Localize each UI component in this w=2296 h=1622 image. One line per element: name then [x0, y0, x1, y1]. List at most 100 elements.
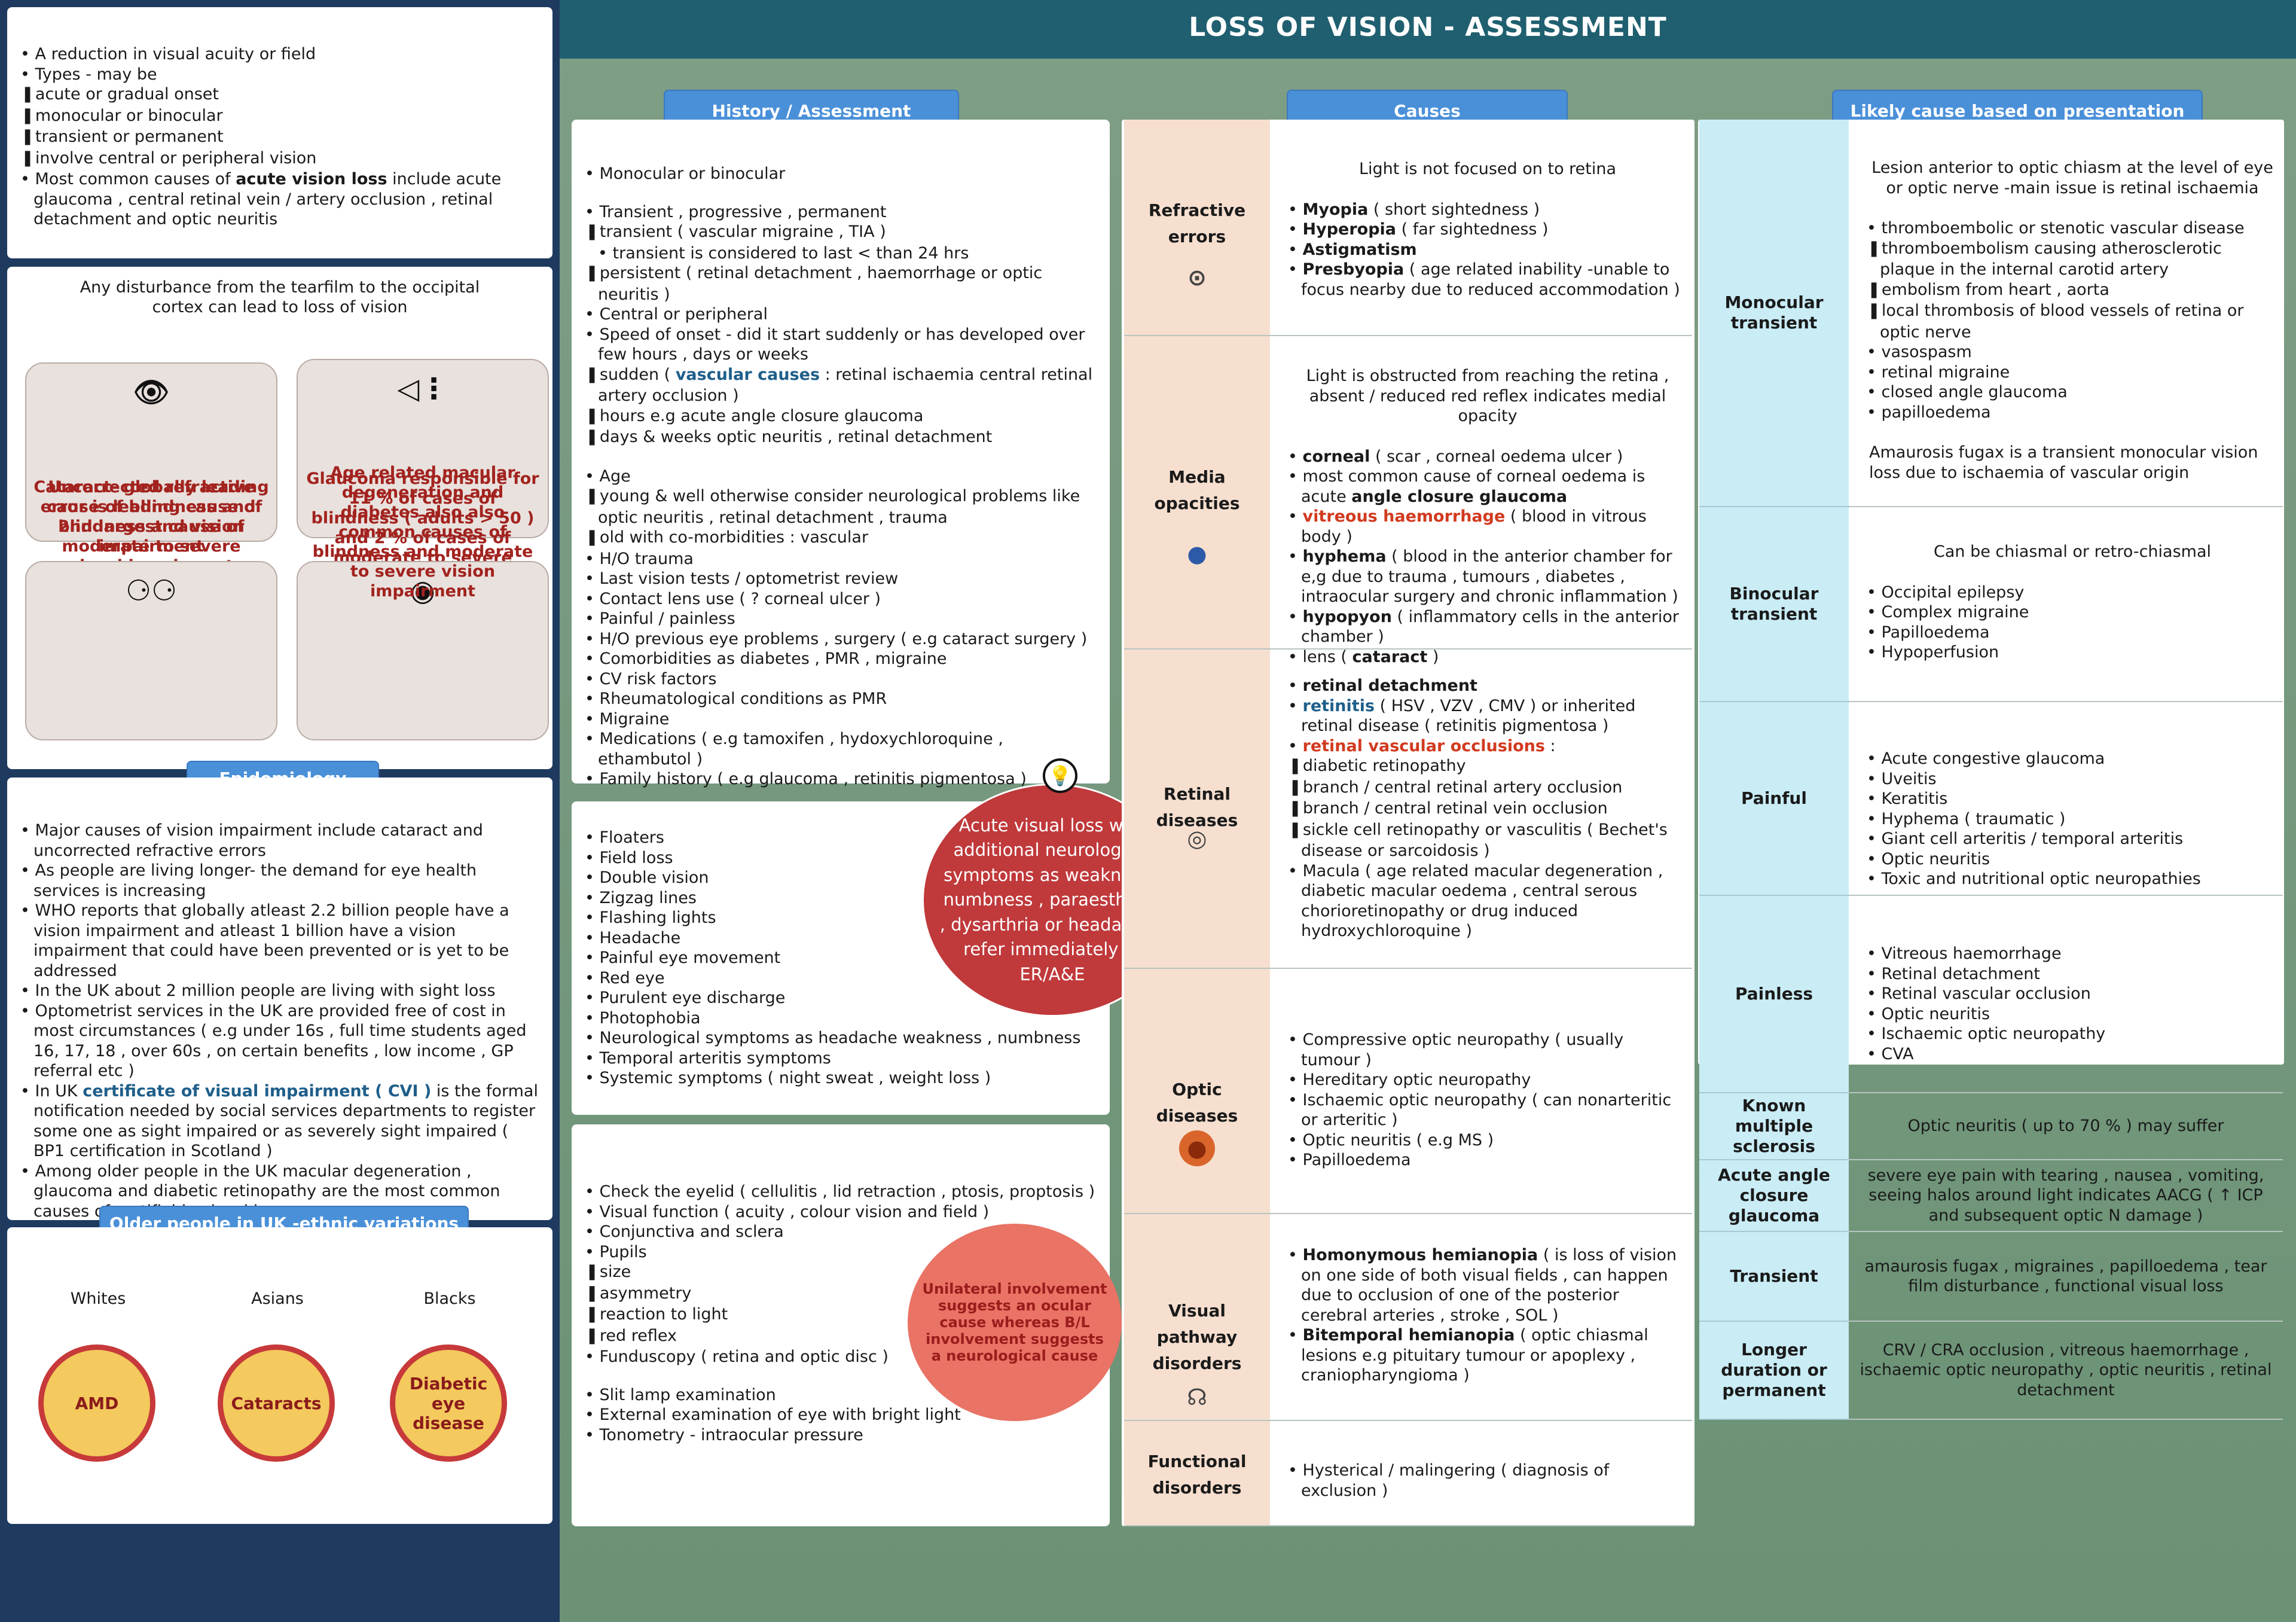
- list-item: Contact lens use ( ? corneal ulcer ): [585, 589, 1100, 609]
- list-item: Painful eye movement: [585, 948, 1100, 968]
- presentation-detail-cell: amaurosis fugax , migraines , papilloede…: [1849, 1232, 2283, 1322]
- presentation-text: amaurosis fugax , migraines , papilloede…: [1864, 1257, 2267, 1296]
- text-span: ( scar , corneal oedema ulcer ): [1370, 447, 1623, 466]
- list-item: most common cause of corneal oedema is a…: [1288, 467, 1687, 507]
- list-item: Age: [585, 467, 1100, 487]
- list-item: A reduction in visual acuity or field: [20, 44, 541, 65]
- text-span: branch / central retinal artery occlusio…: [1302, 778, 1623, 797]
- text-span: Slit lamp examination: [599, 1385, 776, 1404]
- cause-list: Compressive optic neuropathy ( usually t…: [1288, 1030, 1687, 1170]
- cause-category-label: Functional disorders: [1147, 1452, 1247, 1498]
- cause-list: Homonymous hemianopia ( is loss of visio…: [1288, 1245, 1687, 1386]
- cause-intro: Light is not focused on to retina: [1358, 160, 1617, 178]
- fact-card: ◉Age related macular degeneration and di…: [297, 464, 549, 740]
- bold-term: hyphema: [1302, 547, 1387, 566]
- text-span: Speed of onset - did it start suddenly o…: [598, 325, 1085, 364]
- list-item: Purulent eye discharge: [585, 988, 1100, 1008]
- list-item: Presbyopia ( age related inability -unab…: [1288, 260, 1687, 300]
- bold-term: hypopyon: [1302, 607, 1392, 626]
- cause-list: Myopia ( short sightedness )Hyperopia ( …: [1288, 200, 1687, 300]
- text-span: persistent ( retinal detachment , haemor…: [598, 264, 1043, 304]
- presentation-label: Transient: [1730, 1266, 1818, 1286]
- presentation-intro: Lesion anterior to optic chiasm at the l…: [1871, 158, 2273, 197]
- presentation-category: Binocular transient: [1699, 507, 1849, 702]
- list-item: Toxic and nutritional optic neuropathies: [1867, 869, 2278, 889]
- list-item: Vitreous haemorrhage: [1867, 944, 2278, 964]
- list-item: Double vision: [585, 868, 1100, 888]
- sub-item: monocular or binocular: [20, 106, 541, 127]
- presentation-detail-cell: CRV / CRA occlusion , vitreous haemorrha…: [1849, 1322, 2283, 1420]
- cause-category: Optic diseases●: [1124, 969, 1270, 1214]
- list-item: Optometrist services in the UK are provi…: [20, 1001, 543, 1081]
- sub-item: persistent ( retinal detachment , haemor…: [585, 263, 1100, 304]
- list-item: Central or peripheral: [585, 304, 1100, 325]
- bold-term: retinal detachment: [1302, 676, 1477, 695]
- bold-term: retinal vascular occlusions: [1302, 736, 1545, 755]
- presentation-list: thromboembolic or stenotic vascular dise…: [1867, 218, 2278, 422]
- text-span: H/O trauma: [599, 549, 694, 568]
- bold-term: Homonymous hemianopia: [1302, 1246, 1538, 1264]
- cause-detail-cell: Compressive optic neuropathy ( usually t…: [1270, 969, 1692, 1214]
- list-item: Rheumatological conditions as PMR: [585, 689, 1100, 709]
- list-item: hypopyon ( inflammatory cells in the ant…: [1288, 607, 1687, 647]
- text-span: : retinal ischaemia central retinal arte…: [598, 365, 1093, 406]
- lens-opacity-icon: ●: [1187, 541, 1207, 567]
- presentation-category: Known multiple sclerosis: [1699, 1093, 1849, 1160]
- text-span: Medications ( e.g tamoxifen , hydoxychlo…: [598, 730, 1003, 769]
- fact-card-text: Uncorrected refractive error is leading …: [40, 478, 262, 556]
- presentation-detail-cell: severe eye pain with tearing , nausea , …: [1849, 1160, 2283, 1232]
- lightbulb-icon: 💡: [1043, 758, 1077, 793]
- presentation-list: Acute congestive glaucomaUveitisKeratiti…: [1867, 749, 2278, 889]
- text-span: young & well otherwise consider neurolog…: [598, 487, 1080, 527]
- unilateral-note-circle: Unilateral involvement suggests an ocula…: [908, 1224, 1122, 1421]
- presentation-text: CRV / CRA occlusion , vitreous haemorrha…: [1860, 1340, 2272, 1400]
- cause-list: corneal ( scar , corneal oedema ulcer )m…: [1288, 447, 1687, 667]
- presentation-detail-cell: Acute congestive glaucomaUveitisKeratiti…: [1849, 702, 2283, 896]
- text-span: H/O previous eye problems , surgery ( e.…: [599, 629, 1088, 648]
- bold-term: vitreous haemorrhage: [1302, 507, 1506, 526]
- text-span: Migraine: [599, 709, 670, 728]
- text-span: ): [1427, 647, 1439, 666]
- presentation-list: Vitreous haemorrhageRetinal detachmentRe…: [1867, 944, 2278, 1064]
- text-span: Contact lens use ( ? corneal ulcer ): [599, 589, 881, 608]
- text-span: ( blood in vitrous body ): [1301, 507, 1647, 546]
- presentation-detail-cell: Lesion anterior to optic chiasm at the l…: [1849, 120, 2283, 507]
- text-span: Tonometry - intraocular pressure: [599, 1425, 863, 1444]
- bold-term: Myopia: [1302, 200, 1369, 219]
- epidemiology-list: Major causes of vision impairment includ…: [20, 821, 543, 1081]
- list-item: As people are living longer- the demand …: [20, 861, 543, 901]
- bold-term: corneal: [1302, 447, 1370, 466]
- list-item: transient is considered to last < than 2…: [585, 243, 1100, 264]
- sub-item: hours e.g acute angle closure glaucoma: [585, 406, 1100, 428]
- text-span: Funduscopy ( retina and optic disc ): [599, 1347, 889, 1366]
- text-span: transient is considered to last < than 2…: [612, 243, 969, 263]
- list-item: Acute congestive glaucoma: [1867, 749, 2278, 769]
- list-item: Check the eyelid ( cellulitis , lid retr…: [585, 1182, 1100, 1202]
- list-item: Major causes of vision impairment includ…: [20, 821, 543, 861]
- text-span: hours e.g acute angle closure glaucoma: [599, 406, 924, 425]
- cause-detail-cell: Light is obstructed from reaching the re…: [1270, 336, 1692, 666]
- list-item: Field loss: [585, 848, 1100, 868]
- sub-item: size: [585, 1262, 1100, 1283]
- text-span: reaction to light: [599, 1305, 728, 1324]
- list-item: Funduscopy ( retina and optic disc ): [585, 1347, 1100, 1367]
- text-span: vasospasm: [1881, 343, 1972, 361]
- list-item: Keratitis: [1867, 789, 2278, 809]
- text-span: red reflex: [599, 1326, 677, 1345]
- list-item: Types - may be: [20, 65, 541, 85]
- list-item: Medications ( e.g tamoxifen , hydoxychlo…: [585, 729, 1100, 769]
- bold-term: Bitemporal hemianopia: [1302, 1326, 1515, 1344]
- presentation-category: Acute angle closure glaucoma: [1699, 1160, 1849, 1232]
- ethnic-group-label: Blacks: [423, 1289, 476, 1308]
- text-span: Painful / painless: [599, 609, 735, 628]
- definition-box: A reduction in visual acuity or fieldTyp…: [7, 7, 552, 258]
- list-item: Flashing lights: [585, 908, 1100, 928]
- text-span: Check the eyelid ( cellulitis , lid retr…: [599, 1182, 1095, 1201]
- list-item: Ischaemic optic neuropathy ( can nonarte…: [1288, 1090, 1687, 1130]
- text-span: old with co-morbidities : vascular: [599, 528, 869, 547]
- list-item: vitreous haemorrhage ( blood in vitrous …: [1288, 507, 1687, 547]
- cause-detail-cell: Light is not focused on to retinaMyopia …: [1270, 120, 1692, 336]
- presentation-category: Painful: [1699, 702, 1849, 896]
- list-item: Papilloedema: [1867, 623, 2278, 643]
- text-span: Central or peripheral: [599, 305, 768, 324]
